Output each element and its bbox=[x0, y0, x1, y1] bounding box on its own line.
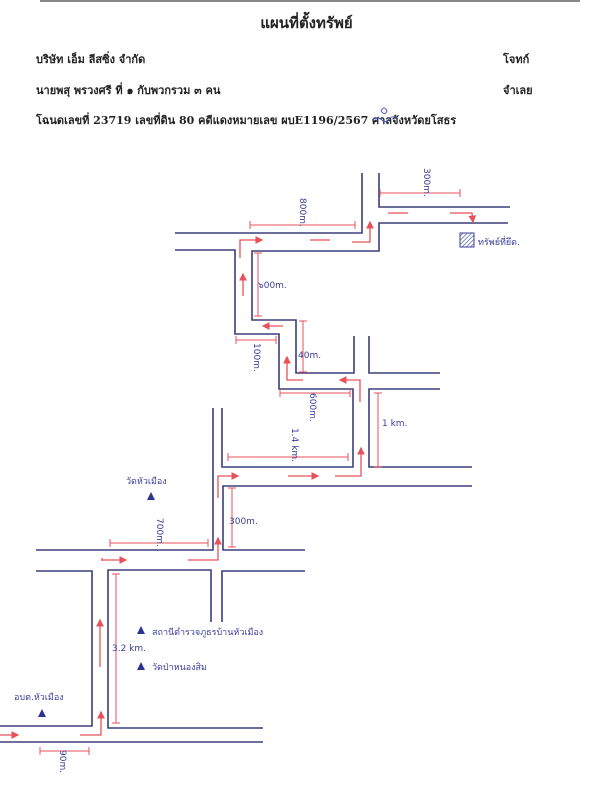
distance-label: ๖00m. bbox=[258, 281, 287, 291]
landmark-police-station: สถานีตำรวจภูธรบ้านหัวเมือง bbox=[152, 627, 263, 638]
distance-label: 1.4 km. bbox=[289, 428, 299, 462]
signature bbox=[371, 107, 399, 123]
defendant-name: นายพสุ พรวงศรี ที่ ๑ กับพวกรวม ๓ คน bbox=[36, 84, 221, 97]
landmark-temple-huamueang: วัดหัวเมือง bbox=[126, 476, 167, 487]
triangle-icon bbox=[137, 626, 145, 634]
distance-label: 300m. bbox=[421, 168, 431, 197]
distance-label: 1 km. bbox=[382, 419, 407, 429]
property-marker bbox=[459, 232, 475, 248]
route-arrows bbox=[0, 212, 477, 739]
landmark-sao-huamueang: อบต.หัวเมือง bbox=[14, 692, 64, 703]
triangle-icon bbox=[137, 662, 145, 670]
plaintiff-name: บริษัท เอ็ม ลีสซิ่ง จำกัด bbox=[36, 53, 146, 66]
triangle-icon bbox=[147, 492, 155, 500]
top-border bbox=[40, 0, 580, 2]
distance-label: 100m. bbox=[251, 343, 261, 372]
landmark-icons bbox=[38, 492, 155, 717]
distance-label: 40m. bbox=[298, 351, 321, 361]
case-line: โฉนดเลขที่ 23719 เลขที่ดิน 80 คดีแดงหมาย… bbox=[36, 114, 457, 127]
distance-label: 90m. bbox=[57, 750, 67, 773]
landmark-temple-pa-nongsim: วัดป่าหนองสิม bbox=[152, 662, 207, 673]
plaintiff-role: โจทก์ bbox=[503, 53, 530, 66]
dimension-lines bbox=[39, 189, 461, 755]
distance-label: 300m. bbox=[229, 517, 258, 527]
distance-label: 3.2 km. bbox=[112, 644, 146, 654]
distance-label: 700m. bbox=[154, 518, 164, 547]
distance-label: 600m. bbox=[307, 393, 317, 422]
property-label: ทรัพย์ที่ยึด. bbox=[478, 235, 520, 248]
distance-label: 800m. bbox=[297, 198, 307, 227]
roads bbox=[0, 173, 510, 743]
defendant-role: จำเลย bbox=[503, 84, 533, 97]
page-title: แผนที่ตั้งทรัพย์ bbox=[260, 14, 353, 32]
triangle-icon bbox=[38, 709, 46, 717]
